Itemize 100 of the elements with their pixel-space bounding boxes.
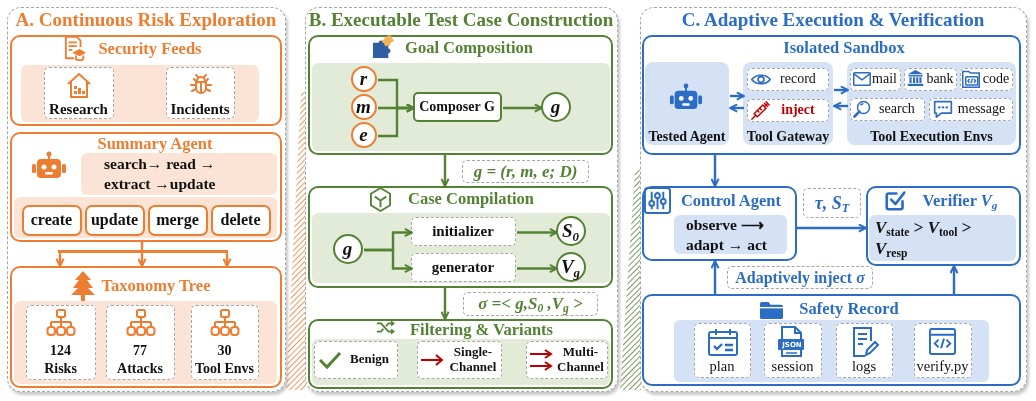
section-box <box>307 185 613 288</box>
variable-label: S$_{0}$ <box>562 219 579 242</box>
dashed-card <box>747 99 829 122</box>
dashed-card <box>914 323 972 378</box>
card-label: Composer G <box>419 98 495 115</box>
arrow <box>503 103 543 113</box>
arrow <box>834 85 849 95</box>
file-label: session <box>771 358 814 375</box>
operation-box <box>148 205 208 236</box>
step-text: observe ⟶ adapt → act <box>686 214 768 255</box>
dashed-card <box>526 341 608 379</box>
dashed-card <box>850 68 901 91</box>
operation-label: create <box>30 211 73 229</box>
dashed-card <box>166 67 235 119</box>
operation-label: update <box>90 211 139 229</box>
section-box <box>9 131 282 242</box>
operation-box <box>211 205 271 236</box>
card-label: Tool Gateway <box>746 129 830 145</box>
section-box <box>865 185 1021 266</box>
arrow <box>55 253 65 267</box>
arrow <box>378 103 415 138</box>
file-label: plan <box>709 358 735 375</box>
operation-label: delete <box>220 211 261 229</box>
section-title: Control Agent <box>680 191 782 211</box>
card-label: 30 <box>217 342 232 359</box>
tool-label: bank <box>926 71 954 87</box>
component-panel <box>743 62 833 145</box>
variable-label: m <box>356 95 371 118</box>
card-label: Risks <box>44 360 77 377</box>
dashed-panel <box>7 7 286 392</box>
file-label: logs <box>851 358 877 375</box>
arrow <box>833 101 848 111</box>
arrow <box>517 227 558 238</box>
section-title: Isolated Sandbox <box>783 39 905 58</box>
dashed-card <box>929 98 1013 121</box>
tool-label: code <box>982 71 1010 87</box>
variable-label: g <box>550 95 561 118</box>
edge-label: Adaptively inject σ <box>727 266 873 289</box>
section-box <box>307 34 613 155</box>
section-box <box>641 185 797 261</box>
dashed-card <box>314 341 398 379</box>
panel-title: C. Adaptive Execution & Verification <box>681 8 985 31</box>
dashed-panel <box>640 7 1027 392</box>
arrow <box>137 253 147 267</box>
file-label: verify.py <box>916 358 969 375</box>
edge-label: σ =< g,S$_{0}$ ,V$_{g}$ > <box>463 292 598 316</box>
arrow <box>949 265 959 294</box>
card-label: initializer <box>432 222 494 240</box>
dashed-panel <box>305 7 618 392</box>
card-label: Single-Channel <box>448 344 498 375</box>
dashed-card <box>411 253 516 282</box>
section-box <box>9 265 282 388</box>
dashed-card <box>764 323 822 378</box>
variable-label: V$_{g}$ <box>560 255 581 278</box>
section-box <box>641 34 1021 155</box>
card-label: Tool Envs <box>195 360 254 377</box>
step-text: search→ read → extract →update <box>104 154 217 194</box>
section-title: Filtering & Variants <box>410 320 553 340</box>
dashed-card <box>904 68 957 91</box>
section-title: Verifier V$_{g}$ <box>922 191 998 211</box>
arrow <box>729 103 744 113</box>
arrow <box>730 91 745 101</box>
card-label: Research <box>49 100 108 118</box>
section-title: Safety Record <box>799 300 899 319</box>
process-box <box>413 92 502 122</box>
operation-label: merge <box>156 211 199 229</box>
connector-line <box>140 242 144 251</box>
section-title: Summary Agent <box>97 135 213 154</box>
component-panel <box>847 62 1016 145</box>
variable-label: g <box>342 237 353 260</box>
arrow <box>797 223 867 233</box>
card-label: Multi-Channel <box>556 344 605 375</box>
section-box <box>307 318 613 389</box>
dashed-card <box>26 305 96 380</box>
dashed-card <box>411 217 516 246</box>
card-label: Incidents <box>170 100 230 118</box>
dashed-card <box>747 68 829 91</box>
dashed-card <box>44 67 114 119</box>
formula-text: V$_{state}$ > V$_{tool}$ > V$_{resp}$ <box>875 217 973 259</box>
dashed-card <box>960 68 1013 91</box>
arrow <box>517 263 558 274</box>
tool-label: message <box>957 101 1006 117</box>
arrow <box>710 155 720 187</box>
section-box <box>641 293 1021 386</box>
section-title: Taxonomy Tree <box>101 276 211 296</box>
panel-title: A. Continuous Risk Exploration <box>15 8 277 31</box>
tool-label: mail <box>872 71 897 87</box>
dashed-card <box>836 323 893 378</box>
operation-box <box>85 205 145 236</box>
section-title: Case Compilation <box>407 189 534 209</box>
tool-label: record <box>780 71 816 87</box>
operation-box <box>22 205 82 236</box>
card-label: 77 <box>133 342 147 359</box>
dashed-card <box>417 341 502 379</box>
arrow <box>710 260 720 294</box>
variable-label: e <box>359 123 368 146</box>
variable-label: r <box>359 67 368 90</box>
card-label: 124 <box>50 342 71 359</box>
component-panel <box>645 62 729 145</box>
arrow <box>364 248 413 274</box>
